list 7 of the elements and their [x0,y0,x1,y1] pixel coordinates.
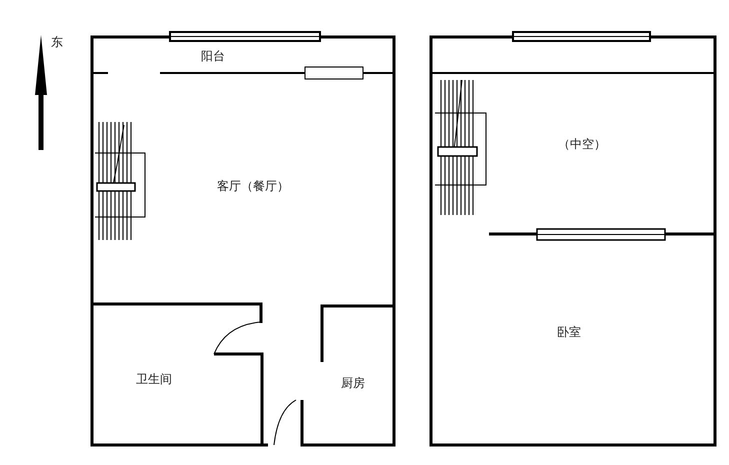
compass-label: 东 [51,35,63,49]
room-label: 卧室 [557,325,581,339]
room-label: 卫生间 [136,372,172,386]
room-label: 客厅（餐厅） [217,179,289,193]
room-label: 阳台 [201,49,225,63]
room-label: （中空） [558,137,606,151]
room-label: 厨房 [341,376,365,390]
